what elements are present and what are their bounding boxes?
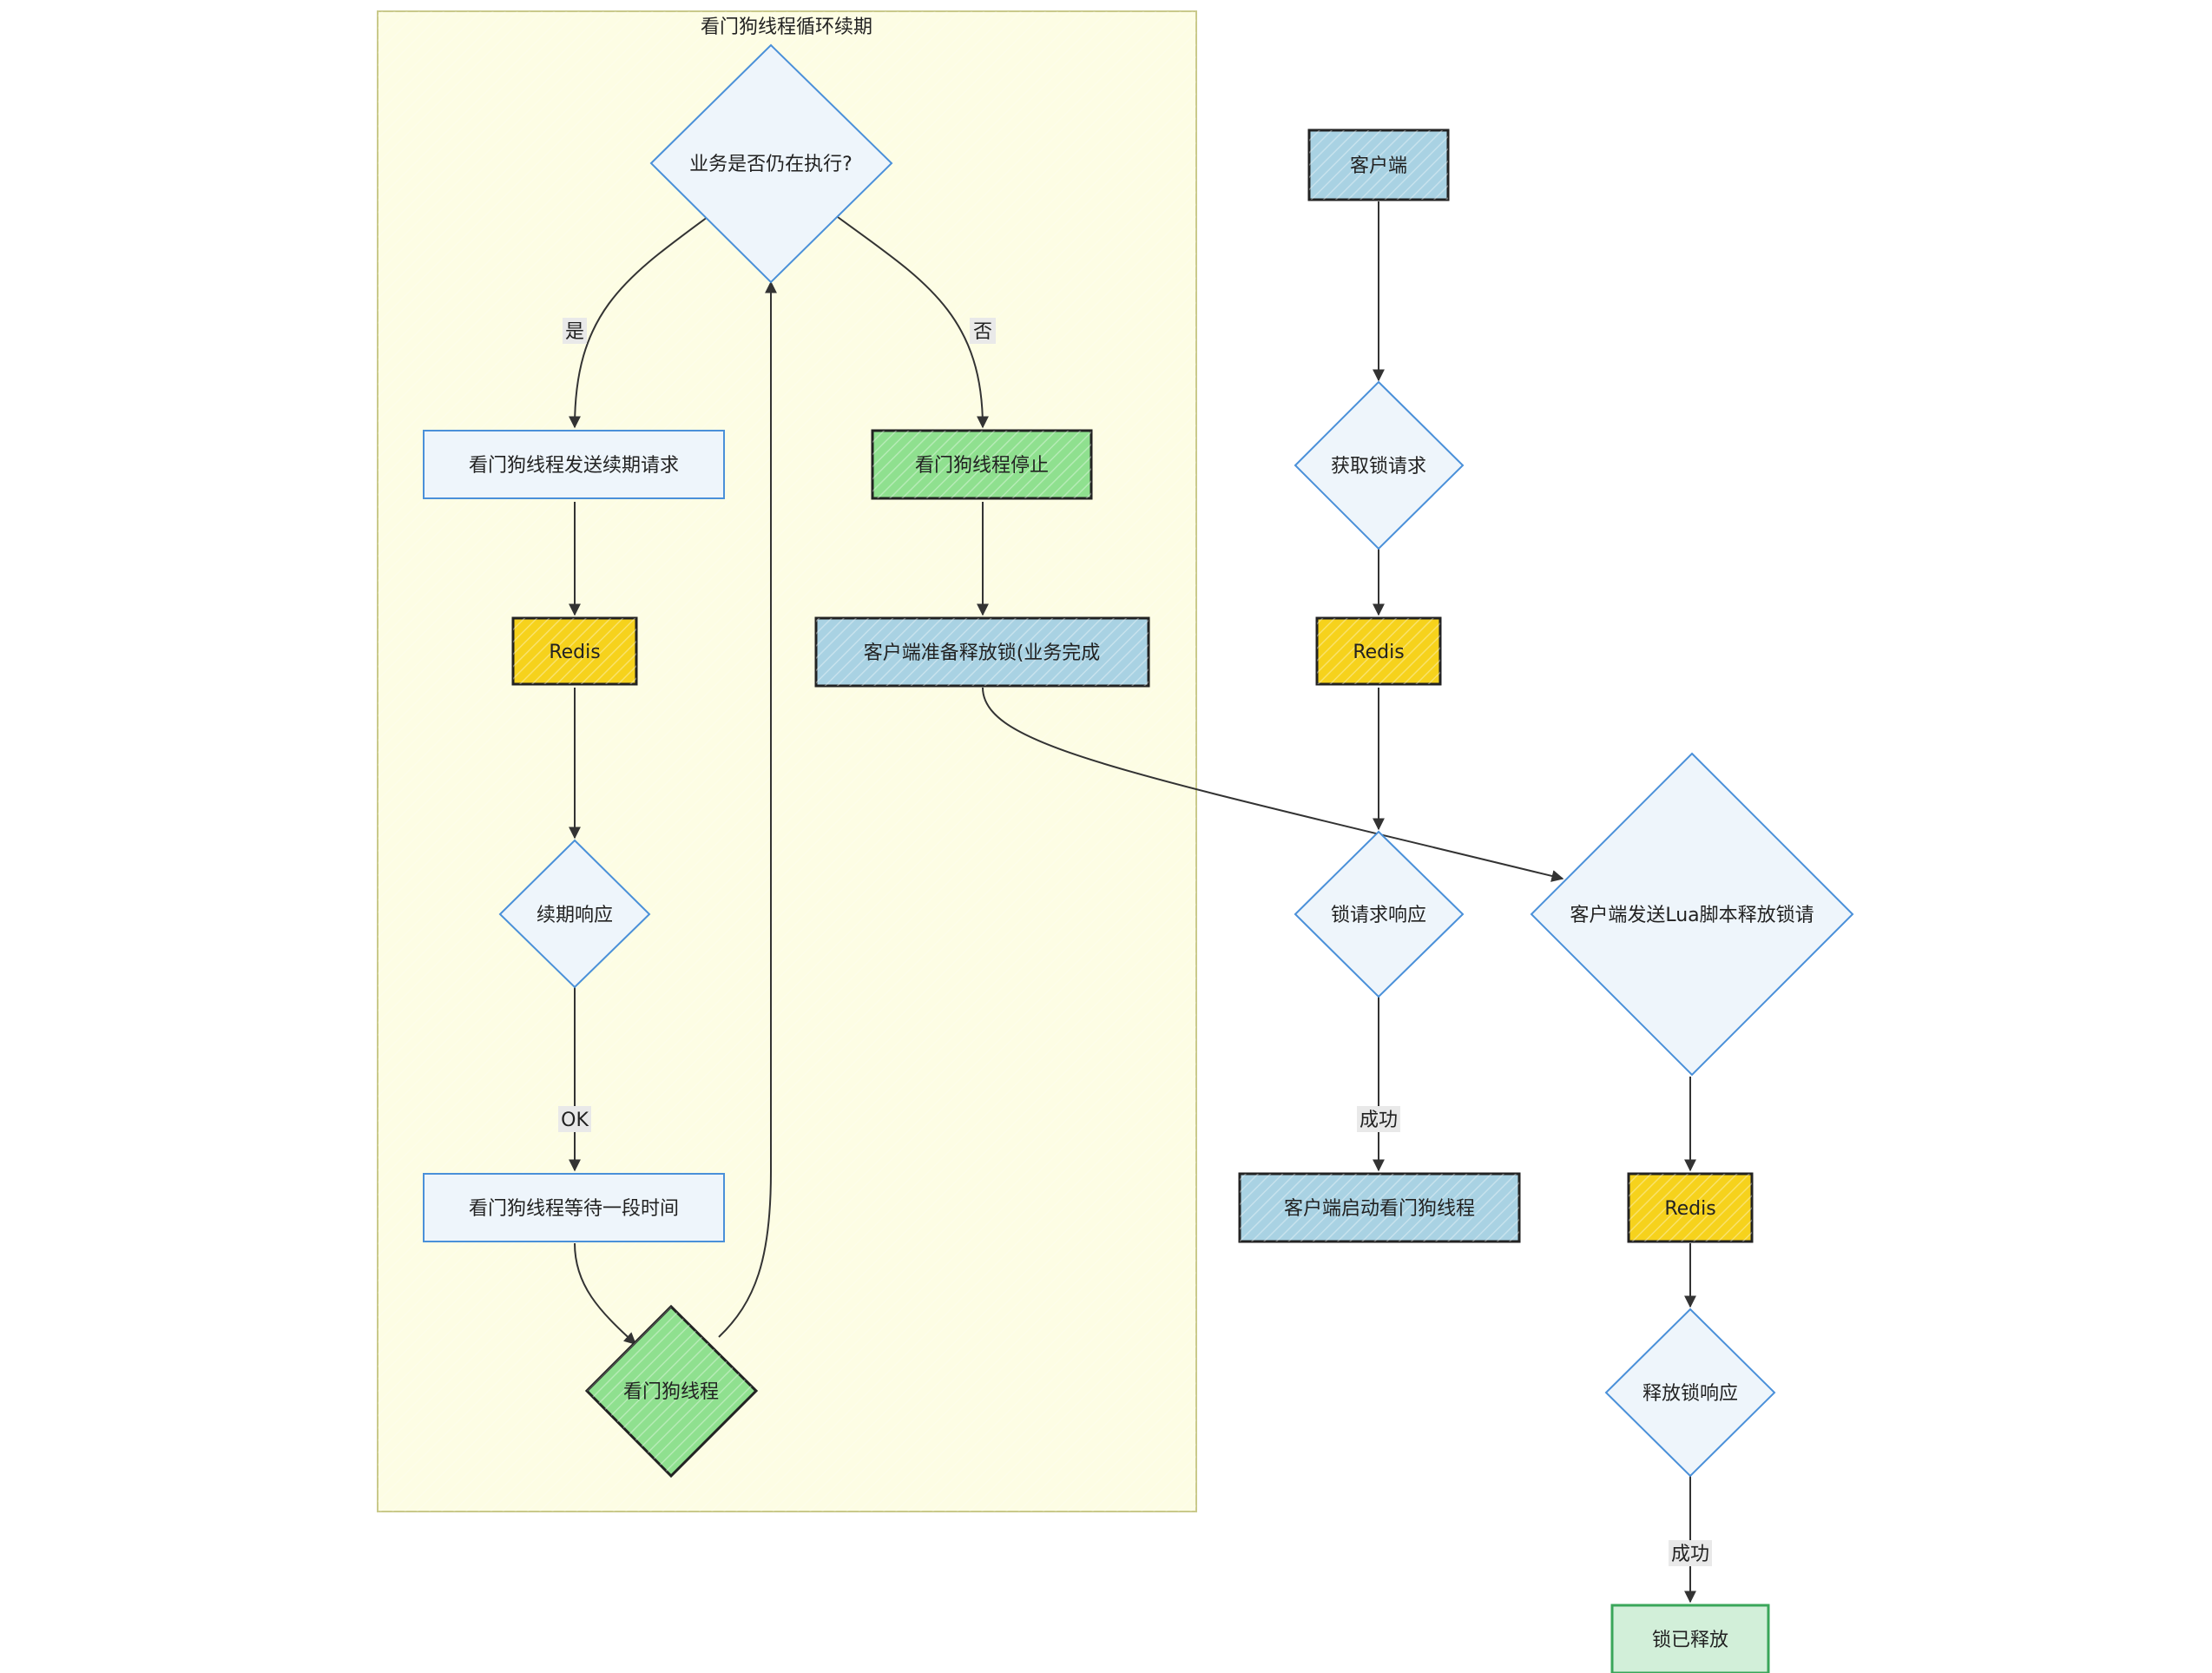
node-check-label: 业务是否仍在执行? — [689, 154, 853, 175]
edge-prepare-to-lua — [982, 687, 1564, 882]
node-start-watchdog-label: 客户端启动看门狗线程 — [1284, 1198, 1475, 1220]
node-wait-label: 看门狗线程等待一段时间 — [469, 1198, 679, 1220]
edge-wait-to-watchdog — [574, 1242, 637, 1345]
node-lock-response[interactable]: 锁请求响应 — [1294, 830, 1465, 998]
node-acquire-request-label: 获取锁请求 — [1331, 456, 1426, 478]
node-renew-request[interactable]: 看门狗线程发送续期请求 — [423, 430, 725, 499]
node-lock-response-label: 锁请求响应 — [1331, 905, 1426, 926]
node-lock-released[interactable]: 锁已释放 — [1610, 1604, 1770, 1673]
node-check-business-running[interactable]: 业务是否仍在执行? — [649, 43, 893, 284]
edge-check-to-stop — [837, 216, 989, 429]
node-prepare-release-label: 客户端准备释放锁(业务完成 — [864, 642, 1101, 664]
node-redis-right[interactable]: Redis — [1627, 1172, 1754, 1243]
nodes: 业务是否仍在执行? 看门狗线程发送续期请求 看门狗线程停止 Redis 客户端准… — [423, 43, 1854, 1673]
node-client[interactable]: 客户端 — [1307, 128, 1450, 201]
edge-label-yes: 是 — [565, 321, 584, 343]
node-renew-response-label: 续期响应 — [537, 905, 613, 926]
edge-label-success-mid: 成功 — [1359, 1110, 1398, 1131]
edge-labels: 是 否 OK 成功 成功 — [558, 318, 1712, 1566]
node-redis-right-label: Redis — [1664, 1198, 1715, 1220]
node-watchdog-stop-label: 看门狗线程停止 — [915, 455, 1049, 477]
node-watchdog-stop[interactable]: 看门狗线程停止 — [871, 429, 1093, 500]
node-lock-released-label: 锁已释放 — [1652, 1630, 1728, 1651]
node-redis-mid[interactable]: Redis — [1315, 616, 1442, 686]
node-redis-mid-label: Redis — [1353, 642, 1404, 663]
node-start-watchdog[interactable]: 客户端启动看门狗线程 — [1238, 1172, 1521, 1243]
node-redis-left[interactable]: Redis — [511, 616, 638, 686]
node-release-response[interactable]: 释放锁响应 — [1604, 1307, 1776, 1478]
node-client-label: 客户端 — [1350, 155, 1407, 177]
node-renew-response[interactable]: 续期响应 — [498, 839, 651, 989]
node-watchdog-thread[interactable]: 看门狗线程 — [584, 1304, 759, 1479]
node-wait[interactable]: 看门狗线程等待一段时间 — [423, 1173, 725, 1242]
node-lua-release[interactable]: 客户端发送Lua脚本释放锁请 — [1530, 752, 1854, 1077]
node-release-response-label: 释放锁响应 — [1643, 1383, 1738, 1405]
node-watchdog-thread-label: 看门狗线程 — [623, 1381, 719, 1403]
edge-label-no: 否 — [973, 321, 992, 343]
edge-watchdog-to-check — [718, 280, 777, 1338]
edges — [569, 201, 1696, 1604]
node-lua-release-label: 客户端发送Lua脚本释放锁请 — [1570, 905, 1814, 926]
node-prepare-release[interactable]: 客户端准备释放锁(业务完成 — [814, 616, 1150, 688]
node-acquire-request[interactable]: 获取锁请求 — [1294, 380, 1465, 550]
node-renew-request-label: 看门狗线程发送续期请求 — [469, 455, 679, 477]
node-redis-left-label: Redis — [549, 642, 600, 663]
edge-label-success-right: 成功 — [1671, 1544, 1709, 1565]
edge-check-to-renew — [569, 216, 708, 429]
subgraph-title: 看门狗线程循环续期 — [701, 16, 872, 38]
edge-label-ok: OK — [561, 1110, 589, 1131]
